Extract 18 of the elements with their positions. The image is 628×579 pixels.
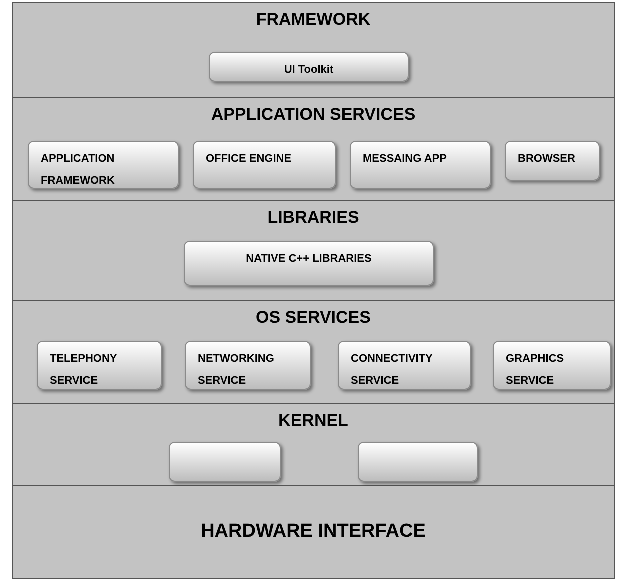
component-box: CONNECTIVITY SERVICE [338, 341, 471, 390]
component-box: GRAPHICS SERVICE [493, 341, 611, 390]
component-box [358, 442, 478, 482]
layer-title: KERNEL [278, 410, 350, 432]
component-box [169, 442, 281, 482]
layer-title: APPLICATION SERVICES [210, 104, 417, 126]
layer-title: FRAMEWORK [255, 9, 372, 31]
layer-title: LIBRARIES [266, 207, 360, 229]
component-box: MESSAING APP [350, 141, 491, 189]
component-box: OFFICE ENGINE [193, 141, 336, 189]
component-box: UI Toolkit [209, 52, 409, 82]
layer-title: HARDWARE INTERFACE [201, 520, 426, 544]
component-box: BROWSER [505, 141, 600, 181]
component-box: TELEPHONY SERVICE [37, 341, 162, 390]
component-box: NETWORKING SERVICE [185, 341, 311, 390]
component-box: APPLICATION FRAMEWORK [28, 141, 179, 189]
component-box: NATIVE C++ LIBRARIES [184, 241, 434, 286]
layer-title: OS SERVICES [255, 307, 372, 329]
